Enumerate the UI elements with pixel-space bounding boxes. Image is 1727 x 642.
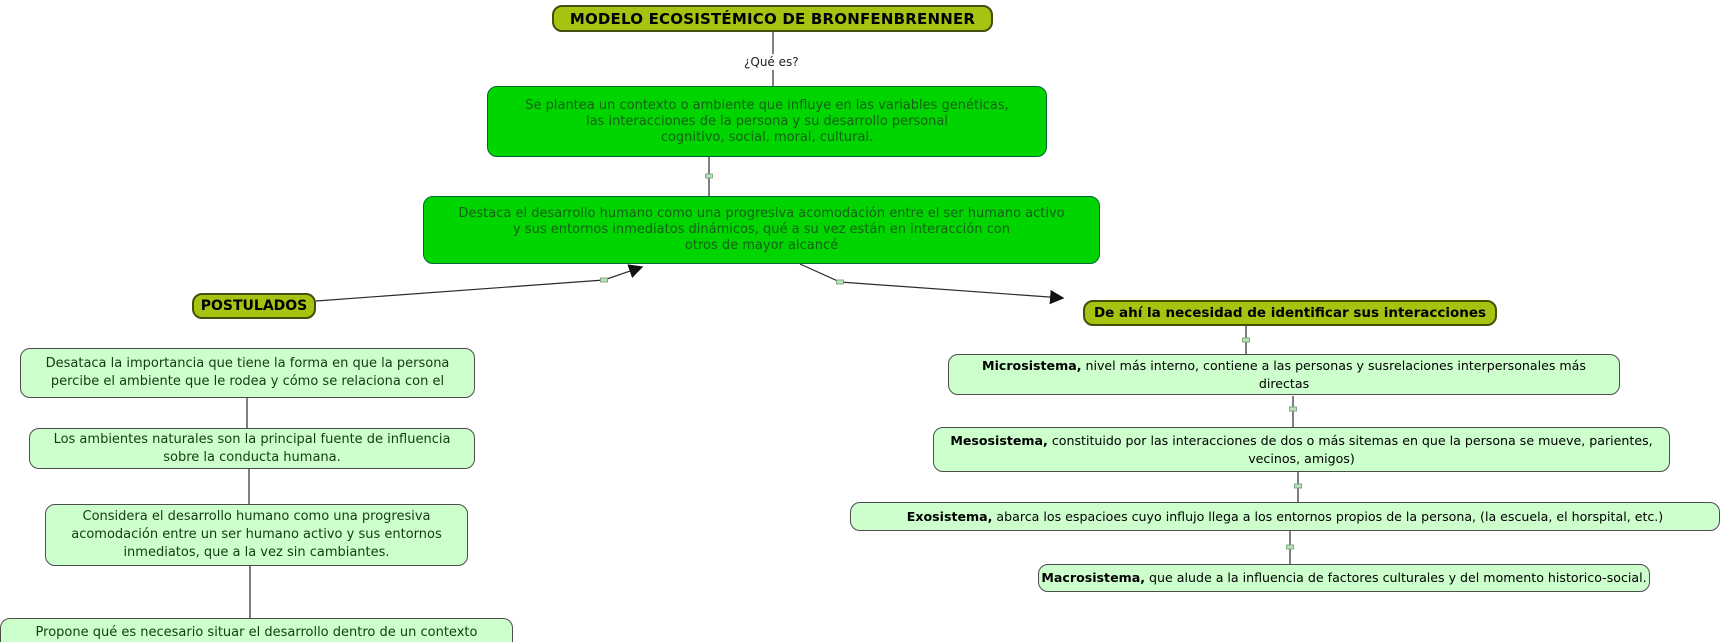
macrosistema-desc: que alude a la influencia de factores cu…	[1145, 570, 1647, 585]
link-handle	[1289, 406, 1297, 412]
exosistema-term: Exosistema,	[906, 508, 993, 524]
link-handle	[705, 173, 713, 179]
postulado-text-1: Desataca la importancia que tiene la for…	[45, 356, 450, 389]
development-line: otros de mayor alcancé	[684, 238, 839, 253]
mesosistema-term: Mesosistema,	[950, 432, 1048, 448]
microsistema-term: Microsistema,	[982, 357, 1082, 373]
link-handle	[600, 277, 608, 283]
connector-postulados-arrow	[315, 264, 644, 302]
postulados-header-node[interactable]: POSTULADOS	[192, 293, 316, 319]
definition-line: las interacciones de la persona y su des…	[585, 113, 949, 129]
postulados-header-text: POSTULADOS	[200, 298, 308, 314]
postulado-text-3: Considera el desarrollo humano como una …	[71, 509, 442, 560]
macrosistema-text: Macrosistema, que alude a la influencia …	[1041, 569, 1646, 587]
exosistema-node[interactable]: Exosistema, abarca los espacioes cuyo in…	[850, 502, 1720, 531]
development-node[interactable]: Destaca el desarrollo humano como una pr…	[423, 196, 1100, 264]
interacciones-header-node[interactable]: De ahí la necesidad de identificar sus i…	[1083, 300, 1497, 326]
definition-line: cognitivo, social, moral, cultural.	[660, 129, 874, 145]
postulado-node-1[interactable]: Desataca la importancia que tiene la for…	[20, 348, 475, 398]
link-handle	[1286, 544, 1294, 550]
macrosistema-term: Macrosistema,	[1041, 570, 1146, 585]
title-node[interactable]: MODELO ECOSISTÉMICO DE BRONFENBRENNER	[552, 5, 993, 32]
definition-node[interactable]: Se plantea un contexto o ambiente que in…	[487, 86, 1047, 157]
mesosistema-desc: constituido por las interacciones de dos…	[1047, 432, 1653, 466]
link-label-text: ¿Qué es?	[744, 55, 799, 69]
postulado-node-2[interactable]: Los ambientes naturales son la principal…	[29, 428, 475, 469]
mesosistema-text: Mesosistema, constituido por las interac…	[944, 432, 1659, 468]
link-handle	[836, 279, 844, 285]
postulado-text-2: Los ambientes naturales son la principal…	[53, 431, 451, 465]
title-text: MODELO ECOSISTÉMICO DE BRONFENBRENNER	[569, 9, 976, 28]
development-line: Destaca el desarrollo humano como una pr…	[458, 206, 1065, 221]
link-handle	[1242, 337, 1250, 343]
interacciones-header-text: De ahí la necesidad de identificar sus i…	[1093, 305, 1487, 321]
postulado-text-4: Propone qué es necesario situar el desar…	[35, 625, 478, 640]
postulado-node-3[interactable]: Considera el desarrollo humano como una …	[45, 504, 468, 566]
macrosistema-node[interactable]: Macrosistema, que alude a la influencia …	[1038, 564, 1650, 592]
exosistema-text: Exosistema, abarca los espacioes cuyo in…	[907, 508, 1663, 526]
definition-line: Se plantea un contexto o ambiente que in…	[525, 97, 1009, 113]
link-label-que-es[interactable]: ¿Qué es?	[740, 54, 803, 70]
postulado-node-4[interactable]: Propone qué es necesario situar el desar…	[0, 618, 513, 642]
development-line: y sus entornos inmediatos dinámicos, qué…	[513, 222, 1010, 237]
exosistema-desc: abarca los espacioes cuyo influjo llega …	[992, 508, 1664, 524]
microsistema-node[interactable]: Microsistema, nivel más interno, contien…	[948, 354, 1620, 395]
link-handle	[1294, 483, 1302, 489]
mesosistema-node[interactable]: Mesosistema, constituido por las interac…	[933, 427, 1670, 472]
microsistema-desc: nivel más interno, contiene a las person…	[1081, 357, 1586, 391]
microsistema-text: Microsistema, nivel más interno, contien…	[959, 357, 1609, 393]
